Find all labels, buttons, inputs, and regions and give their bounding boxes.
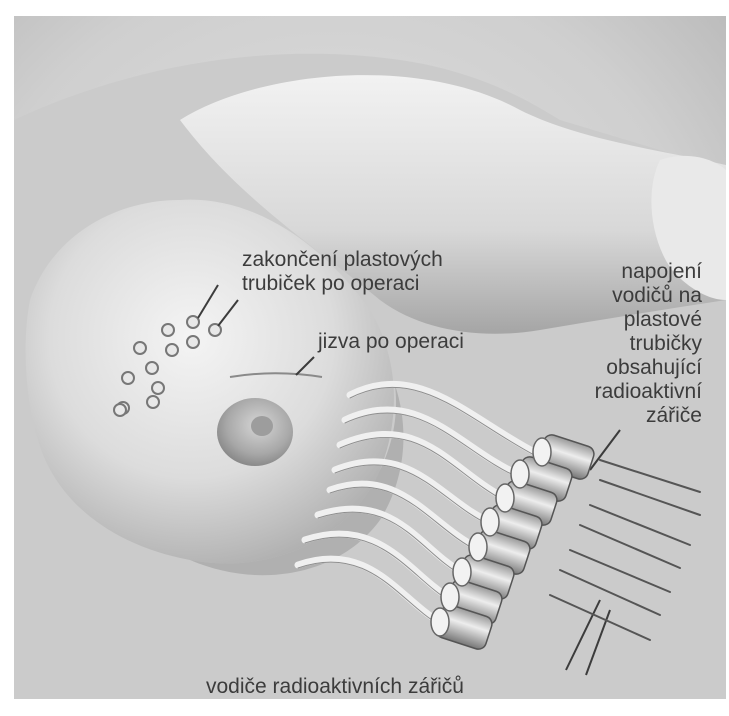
label-tube-ends: zakončení plastových trubiček po operaci xyxy=(242,248,443,296)
label-wires: vodiče radioaktivních zářičů xyxy=(206,675,464,699)
label-connection: napojení vodičů na plastové trubičky obs… xyxy=(584,260,702,428)
label-scar: jizva po operaci xyxy=(318,330,464,354)
nipple xyxy=(251,416,273,436)
